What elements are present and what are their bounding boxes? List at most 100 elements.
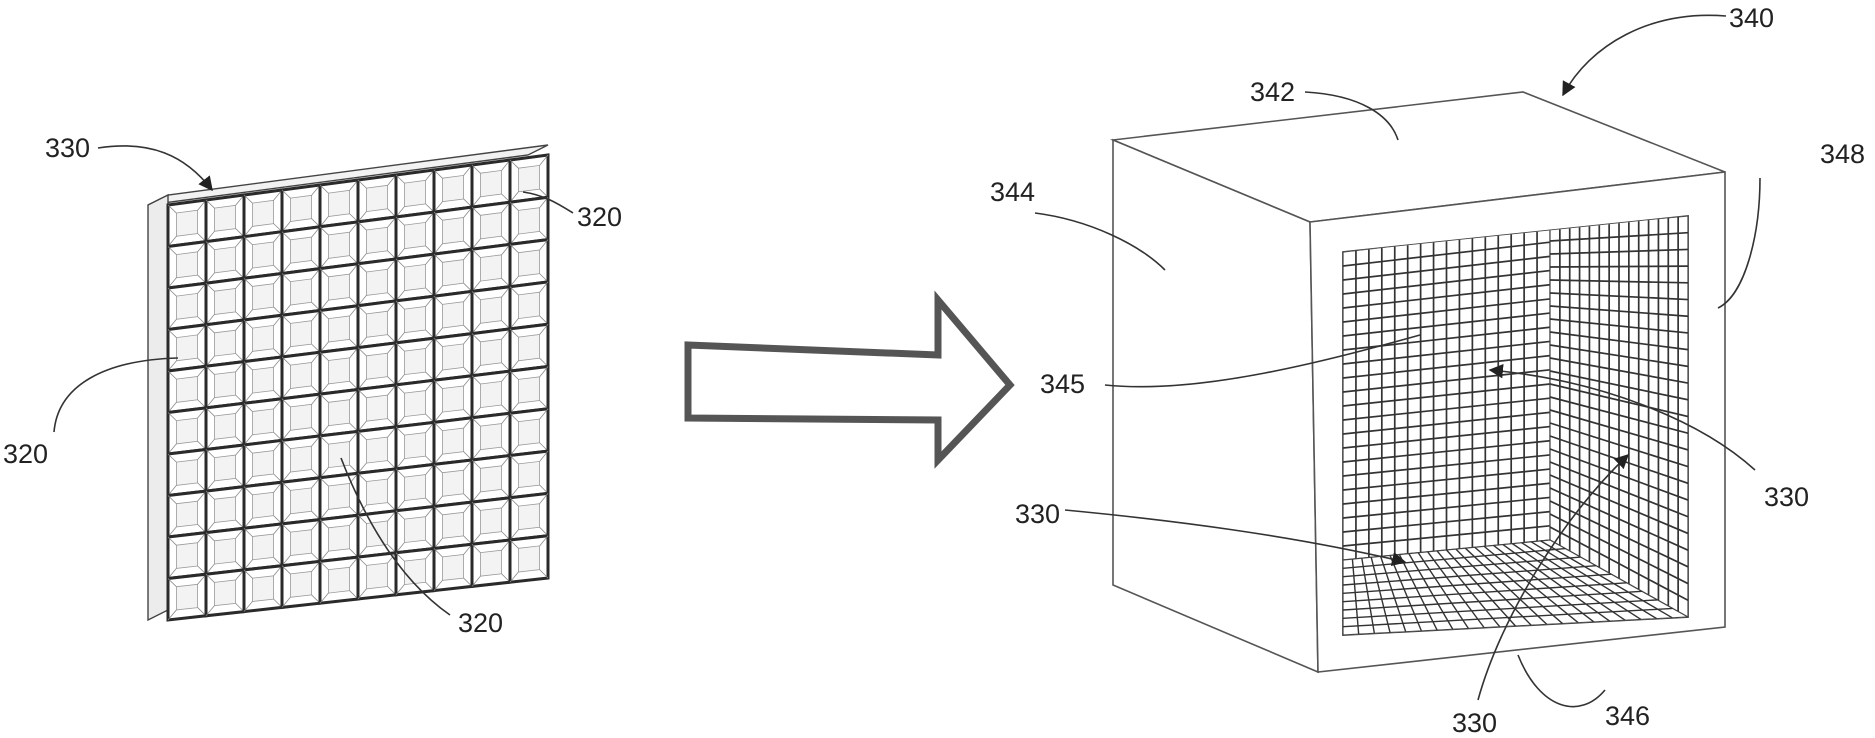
panel-cell-inner (366, 563, 387, 589)
panel-cell-inner (252, 325, 273, 351)
label-345: 345 (1040, 369, 1085, 399)
panel-cell-inner (404, 433, 425, 459)
panel-cell-inner (214, 455, 235, 481)
panel-cells (168, 155, 548, 620)
panel-cell-inner (328, 316, 349, 342)
panel-cell-inner (518, 292, 539, 318)
leader-346 (1518, 655, 1605, 707)
panel-cell-inner (214, 372, 235, 398)
panel-cell-inner (442, 218, 463, 244)
label-344: 344 (990, 177, 1035, 207)
panel-cell-inner (442, 386, 463, 412)
panel-cell-inner (290, 446, 311, 472)
panel-cell-inner (328, 358, 349, 384)
panel-cell-inner (176, 210, 197, 236)
panel-cell-inner (252, 367, 273, 393)
panel-cell-inner (442, 470, 463, 496)
panel-cell-inner (480, 339, 501, 365)
panel-cell-inner (176, 418, 197, 444)
box-left-face (1113, 140, 1318, 672)
panel-cell-inner (518, 419, 539, 445)
panel-cell-inner (518, 461, 539, 487)
panel-cell-inner (214, 414, 235, 440)
panel-cell-inner (480, 550, 501, 576)
panel-cell-inner (176, 293, 197, 319)
panel-cell-inner (290, 321, 311, 347)
label-330-panel: 330 (45, 133, 90, 163)
panel-cell-inner (328, 442, 349, 468)
panel-cell-inner (214, 580, 235, 606)
panel-cell-inner (252, 576, 273, 602)
panel-cell-inner (366, 185, 387, 211)
label-320-top: 320 (577, 202, 622, 232)
panel-cell-inner (290, 530, 311, 556)
label-342: 342 (1250, 77, 1295, 107)
panel-cell-inner (176, 501, 197, 527)
panel-cell-inner (328, 232, 349, 258)
panel-cell-inner (518, 377, 539, 403)
panel-cell-inner (480, 297, 501, 323)
panel-cell-inner (252, 451, 273, 477)
panel-cell-inner (366, 479, 387, 505)
panel-cell-inner (214, 330, 235, 356)
panel-cell-inner (480, 255, 501, 281)
panel-cell-inner (442, 512, 463, 538)
panel-cell-inner (214, 289, 235, 315)
panel-cell-inner (518, 250, 539, 276)
panel-cell-inner (328, 274, 349, 300)
panel-cell-inner (290, 488, 311, 514)
panel-cell-inner (176, 460, 197, 486)
label-330-floor: 330 (1015, 499, 1060, 529)
panel-cell-inner (176, 377, 197, 403)
panel-cell-inner (290, 195, 311, 221)
panel-cell-inner (404, 475, 425, 501)
panel-cell-inner (404, 264, 425, 290)
panel-cell-inner (290, 279, 311, 305)
panel-cell-inner (480, 381, 501, 407)
panel-cell-inner (404, 180, 425, 206)
panel-cell-inner (404, 559, 425, 585)
panel-cell-inner (518, 335, 539, 361)
grid-panel (148, 145, 548, 620)
panel-cell-inner (404, 222, 425, 248)
panel-cell-inner (366, 227, 387, 253)
panel-cell-inner (252, 534, 273, 560)
panel-cell-inner (404, 349, 425, 375)
panel-cell-inner (176, 584, 197, 610)
panel-cell-inner (480, 424, 501, 450)
panel-cell-inner (404, 307, 425, 333)
panel-cell-inner (290, 363, 311, 389)
panel-cell-inner (480, 170, 501, 196)
leader-340 (1563, 15, 1726, 95)
panel-cell-inner (442, 344, 463, 370)
panel-cell-inner (442, 175, 463, 201)
label-330-back: 330 (1764, 482, 1809, 512)
panel-cell-inner (442, 428, 463, 454)
panel-cell-inner (290, 237, 311, 263)
panel-cell-inner (366, 311, 387, 337)
panel-cell-inner (480, 466, 501, 492)
panel-cell-inner (214, 497, 235, 523)
label-320-bottom: 320 (458, 608, 503, 638)
label-330-right: 330 (1452, 708, 1497, 738)
panel-cell-inner (442, 302, 463, 328)
panel-cell-inner (214, 538, 235, 564)
panel-cell-inner (290, 572, 311, 598)
panel-cell-inner (404, 517, 425, 543)
interior-grids (1343, 216, 1688, 635)
panel-cell-inner (366, 437, 387, 463)
panel-cell-inner (518, 165, 539, 191)
label-346: 346 (1605, 701, 1650, 731)
leader-330-panel (98, 146, 212, 190)
panel-cell-inner (252, 242, 273, 268)
panel-cell-inner (518, 504, 539, 530)
panel-cell-inner (442, 260, 463, 286)
label-340: 340 (1729, 3, 1774, 33)
panel-cell-inner (328, 400, 349, 426)
panel-cell-inner (252, 284, 273, 310)
transform-arrow (688, 300, 1010, 460)
panel-cell-inner (176, 252, 197, 278)
panel-cell-inner (176, 335, 197, 361)
panel-cell-inner (366, 269, 387, 295)
